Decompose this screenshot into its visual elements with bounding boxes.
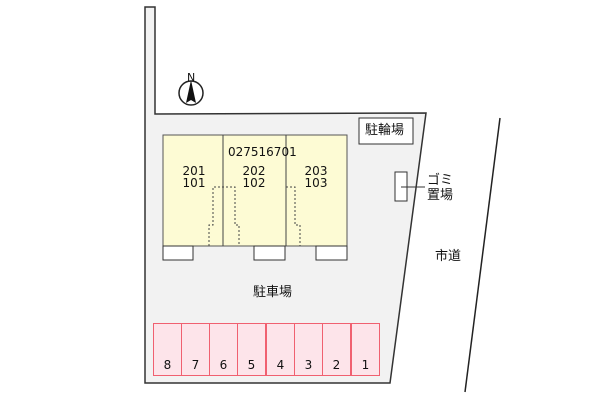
parking-space: 6	[209, 323, 238, 376]
parking-space: 1	[351, 323, 380, 376]
parking-space: 2	[322, 323, 351, 376]
parking-space: 5	[237, 323, 266, 376]
property-code: 027516701	[228, 145, 297, 159]
north-arrow-icon	[178, 80, 204, 106]
balcony	[315, 245, 348, 261]
balcony	[162, 245, 194, 261]
balcony	[253, 245, 286, 261]
parking-label: 駐車場	[253, 285, 293, 300]
stairs	[208, 186, 301, 246]
parking-space: 3	[294, 323, 323, 376]
bicycle-parking-box	[358, 117, 414, 145]
north-label: N	[187, 71, 196, 84]
parking-space: 7	[181, 323, 210, 376]
building	[162, 134, 348, 247]
parking-space: 8	[153, 323, 182, 376]
bicycle-parking-label: 駐輪場	[365, 123, 405, 138]
parking-space: 4	[266, 323, 295, 376]
garbage-area-label: ゴミ置場	[427, 173, 454, 203]
road-line	[464, 117, 501, 393]
road-label: 市道	[435, 249, 462, 264]
